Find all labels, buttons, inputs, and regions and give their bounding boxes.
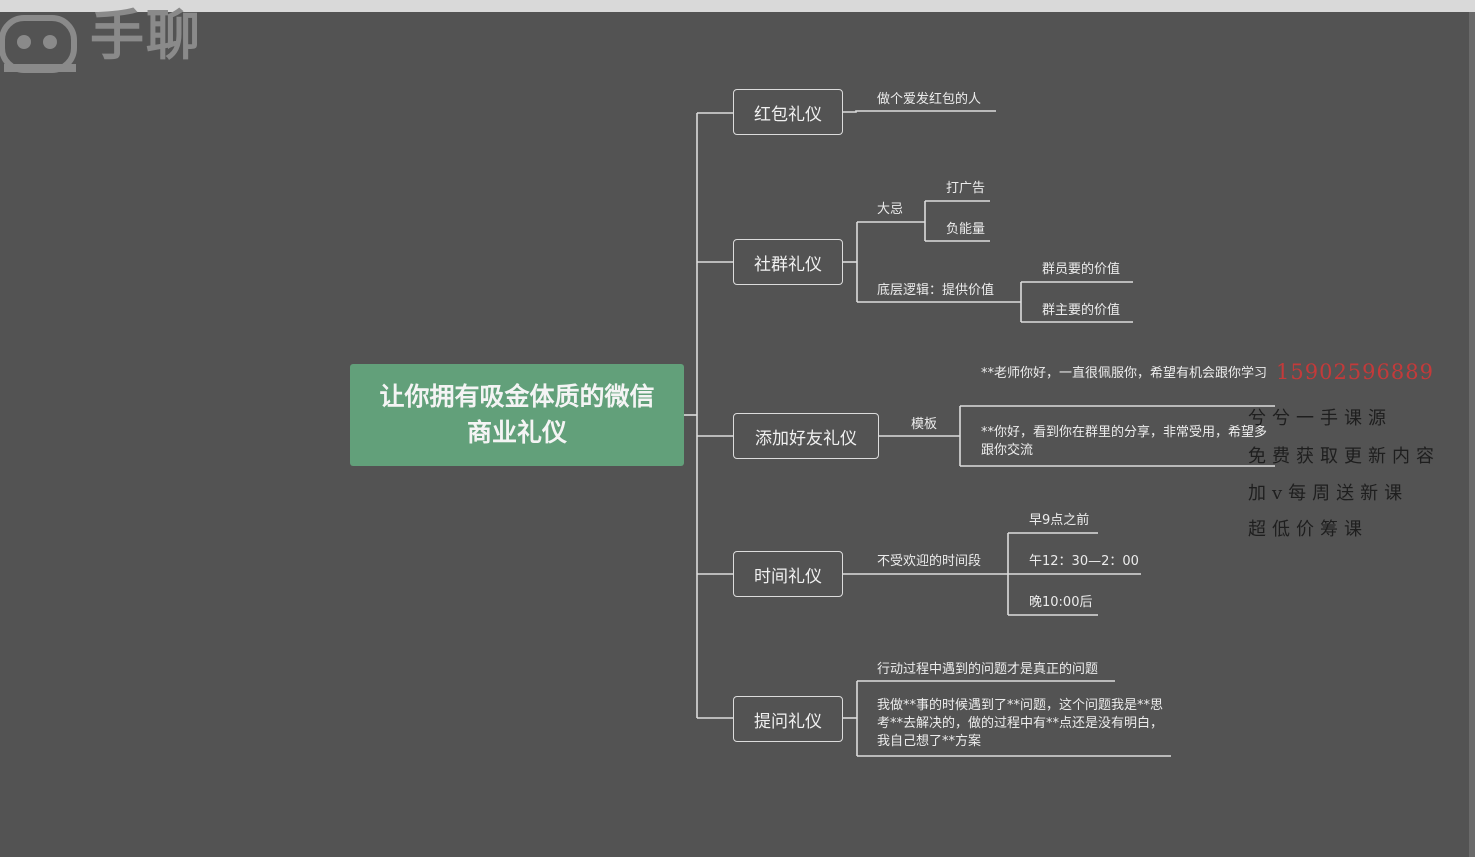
topic-advertising[interactable]: 打广告 [946, 181, 986, 196]
promo-line-1: 兮兮一手课源 [1248, 408, 1392, 429]
promo-line-3: 加v每周送新课 [1248, 483, 1409, 504]
window-top-bar [0, 0, 1475, 12]
topic-taboo[interactable]: 大忌 [877, 202, 904, 217]
topic-send-redpacket[interactable]: 做个爱发红包的人 [877, 92, 982, 107]
topic-unwelcome-time[interactable]: 不受欢迎的时间段 [877, 554, 982, 569]
topic-question-template[interactable]: 我做**事的时候遇到了**问题，这个问题我是**思考**去解决的，做的过程中有*… [877, 698, 1164, 749]
root-topic[interactable]: 让你拥有吸金体质的微信商业礼仪 [350, 364, 684, 466]
watermark-text: 手聊 [90, 4, 202, 67]
topic-before-9am[interactable]: 早9点之前 [1029, 513, 1090, 528]
phone-number: 15902596889 [1276, 360, 1434, 384]
topic-member-value[interactable]: 群员要的价值 [1042, 262, 1121, 277]
topic-template-group[interactable]: **你好，看到你在群里的分享，非常受用，希望多跟你交流 [981, 425, 1268, 458]
branch-hongbao[interactable]: 红包礼仪 [733, 89, 843, 135]
branch-question[interactable]: 提问礼仪 [733, 696, 843, 742]
branch-shequn[interactable]: 社群礼仪 [733, 239, 843, 285]
topic-underlying-logic[interactable]: 底层逻辑：提供价值 [877, 283, 995, 298]
robot-face-icon [0, 15, 77, 73]
branch-add-friend[interactable]: 添加好友礼仪 [733, 413, 879, 459]
topic-after-10pm[interactable]: 晚10:00后 [1029, 595, 1093, 610]
topic-template[interactable]: 模板 [911, 417, 938, 432]
topic-owner-value[interactable]: 群主要的价值 [1042, 303, 1121, 318]
topic-noon[interactable]: 午12：30—2：00 [1029, 554, 1139, 569]
branch-time[interactable]: 时间礼仪 [733, 551, 843, 597]
promo-line-2: 免费获取更新内容 [1248, 446, 1440, 467]
topic-real-problem[interactable]: 行动过程中遇到的问题才是真正的问题 [877, 662, 1099, 677]
topic-negativity[interactable]: 负能量 [946, 222, 986, 237]
window-right-edge [1469, 12, 1475, 857]
topic-template-teacher[interactable]: **老师你好，一直很佩服你，希望有机会跟你学习 [981, 366, 1268, 381]
promo-line-4: 超低价筹课 [1248, 519, 1368, 540]
